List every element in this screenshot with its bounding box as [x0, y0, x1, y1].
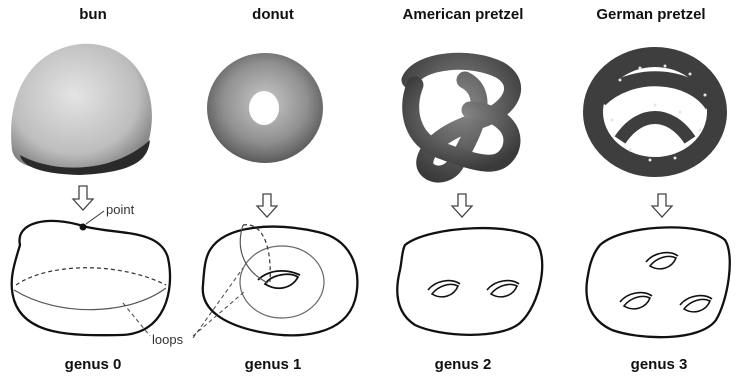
genus-0-surface: [12, 211, 170, 335]
down-arrow-icon: [257, 194, 277, 217]
genus-1-surface: [203, 225, 358, 336]
genus-2-surface: [397, 228, 542, 335]
donut-photo: [207, 53, 323, 163]
caption-genus-1: genus 1: [188, 356, 358, 373]
caption-genus-3: genus 3: [574, 356, 735, 373]
loops-leader-lines: [123, 268, 244, 338]
bun-photo: [11, 44, 152, 175]
caption-genus-0: genus 0: [8, 356, 178, 373]
german-pretzel-photo: [593, 57, 717, 167]
american-pretzel-photo: [410, 61, 513, 174]
point-marker: [80, 224, 87, 231]
loops-label: loops: [152, 332, 183, 347]
down-arrow-icon: [73, 186, 93, 210]
down-arrow-icon: [652, 194, 672, 217]
down-arrow-icon: [452, 194, 472, 217]
genus-3-surface: [586, 227, 729, 337]
caption-genus-2: genus 2: [378, 356, 548, 373]
point-label: point: [106, 202, 134, 217]
